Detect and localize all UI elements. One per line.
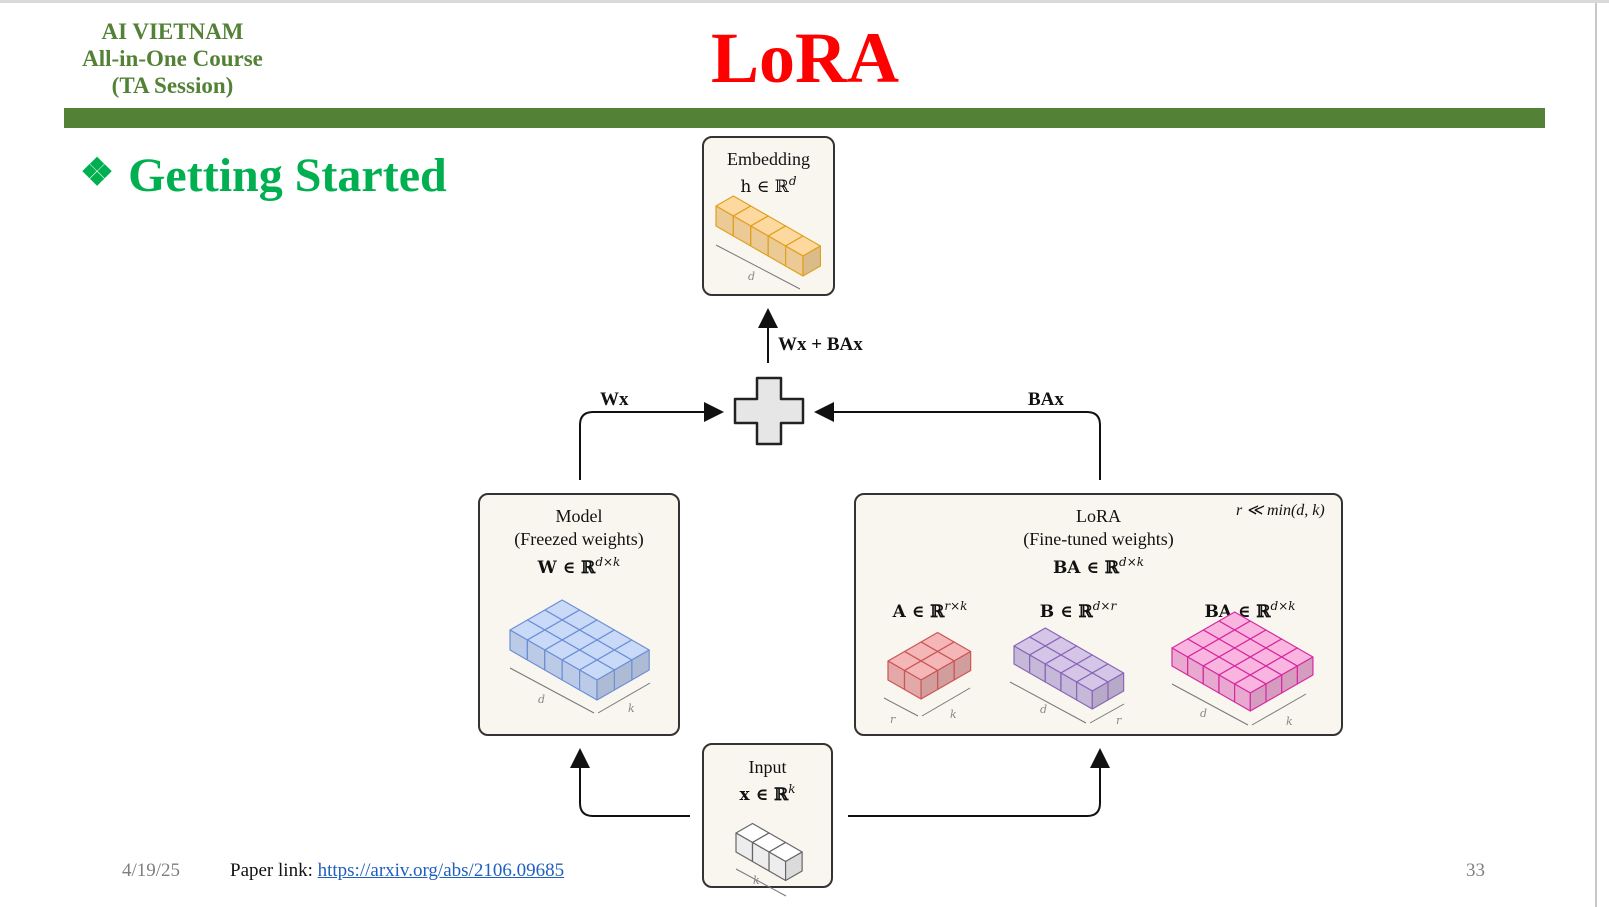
embedding-title: Embedding [727,149,810,169]
input-cube-side [784,851,803,882]
lora-ba-math: BA ∈ ℝd×k [1204,599,1296,622]
lora-b-dim-d-label: d [1040,703,1047,716]
lora-ba-cube-side [1249,683,1267,712]
lora-ba-dim-k-line [1251,693,1307,726]
model-title: Model [555,506,603,526]
lora-ba-dim-d-label: d [1200,707,1207,720]
left-edge-label: Wx [600,389,629,410]
model-to-plus-arrow [579,402,724,480]
embedding-cube-side [802,245,822,277]
org-line-2: All-in-One Course [82,46,263,71]
lora-a-math: A ∈ ℝr×k [892,599,968,622]
lora-a-cube-side [920,669,939,700]
footer-date: 4/19/25 [122,860,181,881]
right-edge-label: BAx [1028,389,1064,410]
lora-a-dim-k-label: k [950,708,957,721]
embedding-dim-d-line [715,244,801,290]
lora-b-dim-r-label: r [1116,714,1122,727]
embedding-dim-d-label: d [748,270,755,283]
model-subtitle: (Freezed weights) [514,529,644,549]
model-cube-side [596,669,616,701]
top-border [0,0,1609,3]
input-title: Input [748,757,787,777]
lora-a-dim-r-label: r [890,713,896,726]
model-dim-d-label: d [538,693,545,706]
section-heading: ❖ Getting Started [80,146,447,209]
org-line-3: (TA Session) [111,73,234,98]
footer-page-number: 33 [1466,860,1485,881]
lora-b-dim-r-line [1089,703,1125,724]
slide-title: LoRA [710,18,899,98]
lora-to-plus-arrow [814,402,1101,480]
paper-link[interactable]: https://arxiv.org/abs/2106.09685 [317,860,565,881]
footer-paper-link: Paper link: https://arxiv.org/abs/2106.0… [230,860,564,882]
input-dim-k-label: k [753,874,760,887]
lora-ba-dim-d-line [1171,683,1249,726]
input-math: x ∈ ℝk [739,782,796,805]
header-divider-bar [64,108,1545,128]
lora-title: LoRA [1076,506,1121,526]
org-block: AI VIETNAM All-in-One Course (TA Session… [60,18,285,99]
input-to-lora-arrow [848,748,1110,817]
output-edge-label: Wx + BAx [778,334,863,355]
lora-subtitle: (Fine-tuned weights) [1023,529,1174,549]
diamond-bullet-icon: ❖ [80,152,115,194]
model-math: W ∈ ℝd×k [537,555,621,578]
lora-a-dim-k-line [921,687,971,717]
model-dim-d-line [509,667,595,714]
input-to-model-arrow [570,748,690,817]
embedding-math: h ∈ ℝd [740,174,797,197]
lora-b-math: B ∈ ℝd×r [1039,599,1117,622]
right-border [1595,3,1597,907]
model-dim-k-label: k [628,702,635,715]
input-dim-k-line [735,868,787,897]
org-line-1: AI VIETNAM [101,19,244,44]
lora-b-cube-side [1091,681,1109,710]
lora-math: BA ∈ ℝd×k [1052,555,1145,578]
lora-rank-constraint: r ≪ min(d, k) [1236,502,1325,519]
lora-a-dim-r-line [883,697,919,717]
plus-icon [733,376,805,446]
section-title: Getting Started [128,149,447,202]
paper-link-prefix: Paper link: [230,860,318,881]
lora-ba-dim-k-label: k [1286,715,1293,728]
model-dim-k-line [597,682,651,714]
lora-b-dim-d-line [1009,681,1087,724]
